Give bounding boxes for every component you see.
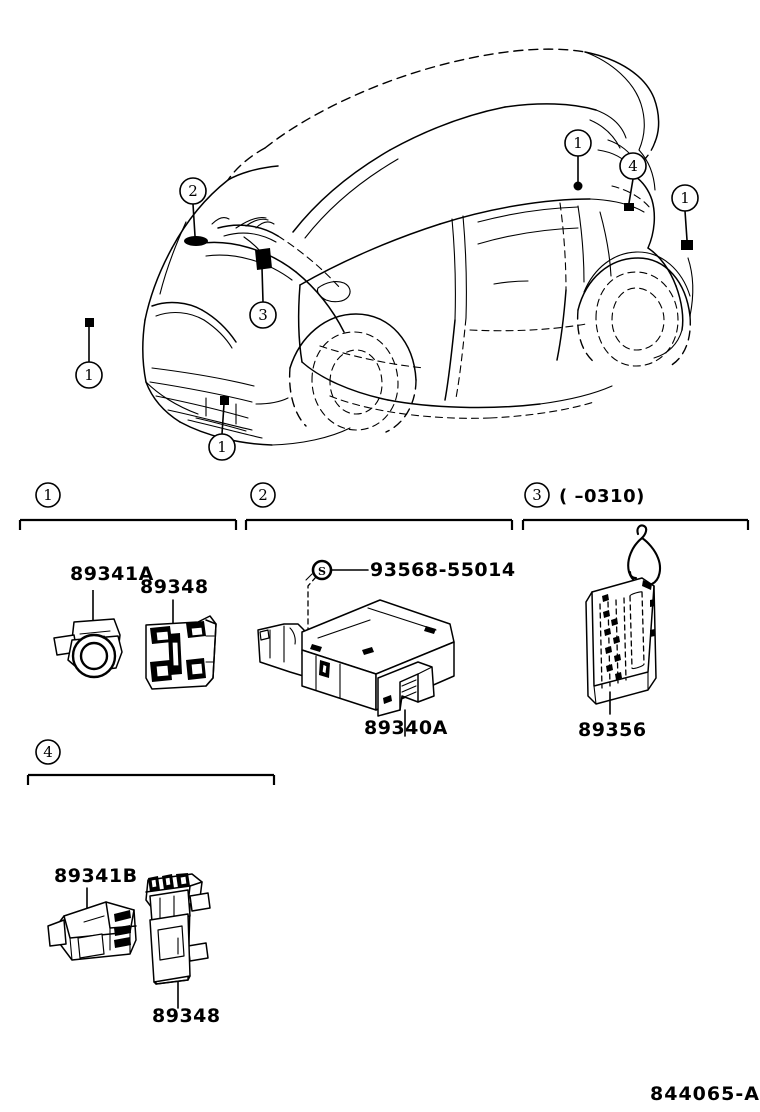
- svg-text:S: S: [318, 565, 326, 578]
- callout-label: 1: [84, 366, 94, 384]
- part-buzzer-89356: [585, 524, 662, 715]
- part-rear-sensor-switch-89341B: [47, 901, 137, 961]
- section-number: 4: [43, 743, 53, 761]
- callout-label: 1: [217, 438, 227, 456]
- section-3-parts: [585, 524, 662, 715]
- part-number-93568-55014: 93568-55014: [370, 559, 516, 581]
- vehicle-illustration: 1 1 2 3 1: [75, 48, 699, 461]
- callout-label: 1: [573, 134, 583, 152]
- section-1-parts: [53, 590, 217, 690]
- callout-label: 1: [680, 189, 690, 207]
- section-number: 2: [258, 486, 268, 504]
- section-bracket-row-1: 1 2 3 ( –0310): [18, 482, 750, 530]
- section-bracket-row-2: 4: [26, 739, 276, 785]
- section-3-header: 3 ( –0310): [521, 482, 750, 530]
- drawing-number-block: 844065-A: [650, 1083, 760, 1105]
- section-4-header: 4: [26, 739, 276, 785]
- section-1-labels: 89341A 89348: [70, 563, 209, 594]
- section-4-parts: [47, 873, 211, 1009]
- section-number: 3: [532, 486, 542, 504]
- section-2-ecu-label: 89340A: [364, 717, 448, 739]
- callout-rear-bumper-corner: 1: [671, 184, 699, 250]
- part-ecu-89340A: [257, 599, 455, 717]
- part-sensor-retainer-89348: [145, 615, 217, 690]
- section-2-header: 2: [244, 482, 514, 530]
- section-number: 1: [43, 486, 53, 504]
- section-4-label-b: 89348: [152, 1005, 221, 1027]
- part-number-89341B: 89341B: [54, 865, 138, 887]
- callout-front-bumper-corner: 1: [75, 318, 103, 389]
- callout-label: 4: [628, 157, 638, 175]
- part-number-89341A: 89341A: [70, 563, 154, 585]
- callout-rear-quarter-upper: 1: [564, 129, 592, 191]
- section-4-label-a: 89341B: [54, 865, 138, 887]
- drawing-number: 844065-A: [650, 1083, 760, 1105]
- part-sensor-retainer-rear-89348: [145, 873, 211, 1009]
- part-number-89348: 89348: [140, 576, 209, 594]
- callout-dash-inner: 3: [249, 248, 277, 329]
- callout-rear-pillar: 4: [619, 152, 647, 211]
- callout-label: 2: [188, 182, 198, 200]
- part-number-89340A: 89340A: [364, 717, 448, 739]
- section-1-header: 1: [18, 482, 238, 530]
- section-2-screw-label: 93568-55014: [370, 559, 516, 581]
- part-number-89356: 89356: [578, 719, 647, 741]
- callout-front-bumper-lower: 1: [208, 396, 236, 461]
- callout-cowl-top-left: 2: [179, 177, 208, 246]
- callout-label: 3: [258, 306, 268, 324]
- part-ultrasonic-sensor-89341A: [53, 618, 123, 679]
- screw-marker-93568-55014: S: [305, 559, 369, 637]
- section-3-label: 89356: [578, 719, 647, 741]
- part-number-89348: 89348: [152, 1005, 221, 1027]
- section-2-parts: S: [257, 559, 455, 737]
- section-3-date-range: ( –0310): [559, 486, 645, 507]
